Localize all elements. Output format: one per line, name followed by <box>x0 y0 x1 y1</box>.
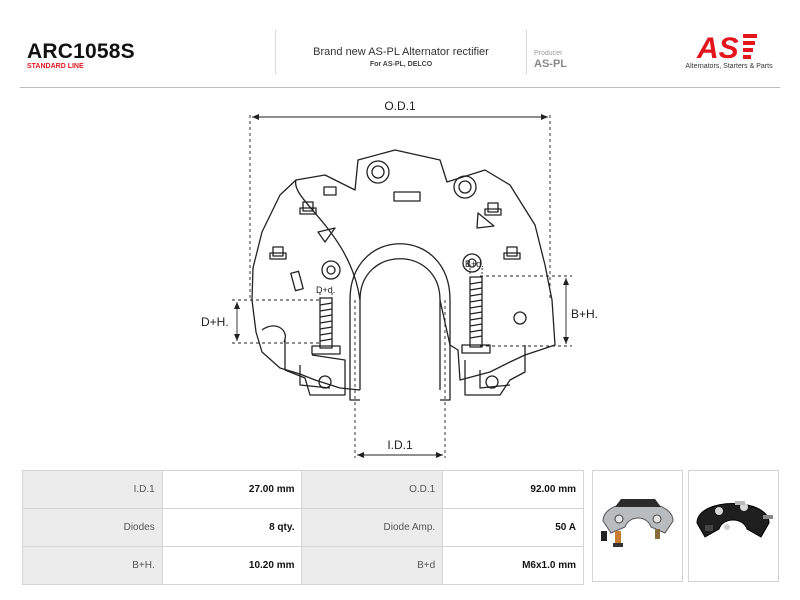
product-line-label: STANDARD LINE <box>27 63 84 70</box>
spec-label: Diodes <box>22 508 163 547</box>
specifications-table: I.D.1 27.00 mm O.D.1 92.00 mm Diodes 8 q… <box>22 470 584 585</box>
id-dimension-label: I.D.1 <box>387 438 413 452</box>
spec-label: Diode Amp. <box>301 508 444 547</box>
logo-slogan: Alternators, Starters & Parts <box>685 63 773 70</box>
product-description: Brand new AS-PL Alternator rectifier <box>313 46 489 58</box>
part-code: ARC1058S <box>27 40 135 63</box>
producer-value: AS-PL <box>534 58 567 70</box>
logo-text: AS <box>696 32 739 65</box>
table-row: Diodes 8 qty. Diode Amp. 50 A <box>22 508 584 547</box>
header-rule <box>20 87 780 88</box>
rectifier-technical-drawing: O.D.1 I.D.1 D+H. B+H. D+d. B+d. <box>201 99 598 458</box>
table-row: B+H. 10.20 mm B+d M6x1.0 mm <box>22 546 584 585</box>
producer-label: Producer <box>534 50 563 57</box>
spec-value: M6x1.0 mm <box>442 546 584 585</box>
spec-label: B+H. <box>22 546 163 585</box>
header-divider-1 <box>275 30 276 74</box>
rectifier-photo-back-image <box>696 501 773 538</box>
rectifier-photo-front-image <box>601 499 674 547</box>
table-row: I.D.1 27.00 mm O.D.1 92.00 mm <box>22 470 584 509</box>
spec-label: B+d <box>301 546 444 585</box>
product-photo-back[interactable] <box>688 470 779 582</box>
dd-dimension-label: D+d. <box>316 285 335 295</box>
spec-label: I.D.1 <box>22 470 163 509</box>
dh-dimension-label: D+H. <box>201 315 229 329</box>
bh-dimension-label: B+H. <box>571 307 598 321</box>
od-dimension-label: O.D.1 <box>384 99 416 113</box>
as-pl-logo: AS <box>696 32 757 65</box>
spec-value: 92.00 mm <box>442 470 584 509</box>
product-fitment: For AS-PL, DELCO <box>369 61 433 68</box>
product-photo-front[interactable] <box>592 470 683 582</box>
spec-value: 8 qty. <box>161 508 303 547</box>
spec-value: 10.20 mm <box>161 546 303 585</box>
spec-value: 50 A <box>442 508 584 547</box>
spec-label: O.D.1 <box>301 470 444 509</box>
spec-value: 27.00 mm <box>161 470 303 509</box>
bd-dimension-label: B+d. <box>465 259 484 269</box>
header-divider-2 <box>526 30 527 74</box>
